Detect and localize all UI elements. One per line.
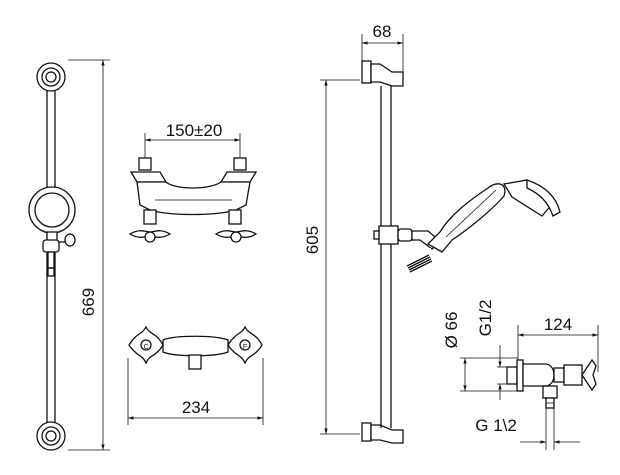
dim-68-label: 68 xyxy=(373,22,392,41)
dim-605-label: 605 xyxy=(303,226,322,254)
hot-mark-icon: F xyxy=(243,344,247,351)
dim-g12-inlet-label: G1/2 xyxy=(476,300,495,337)
dim-669-label: 669 xyxy=(79,288,98,316)
mixer-front-view xyxy=(128,133,258,243)
rail-front-view xyxy=(28,59,110,451)
dim-150-label: 150±20 xyxy=(166,121,223,140)
dim-diameter-66-label: Ø 66 xyxy=(442,312,461,349)
rail-side-view xyxy=(320,34,561,444)
dim-124-label: 124 xyxy=(544,315,572,334)
dim-234-label: 234 xyxy=(182,398,210,417)
cold-mark-icon: C xyxy=(143,344,148,351)
mixer-side-view xyxy=(460,325,599,450)
mixer-top-view: C F xyxy=(127,325,264,425)
dim-g12-outlet-label: G 1\2 xyxy=(475,416,517,435)
